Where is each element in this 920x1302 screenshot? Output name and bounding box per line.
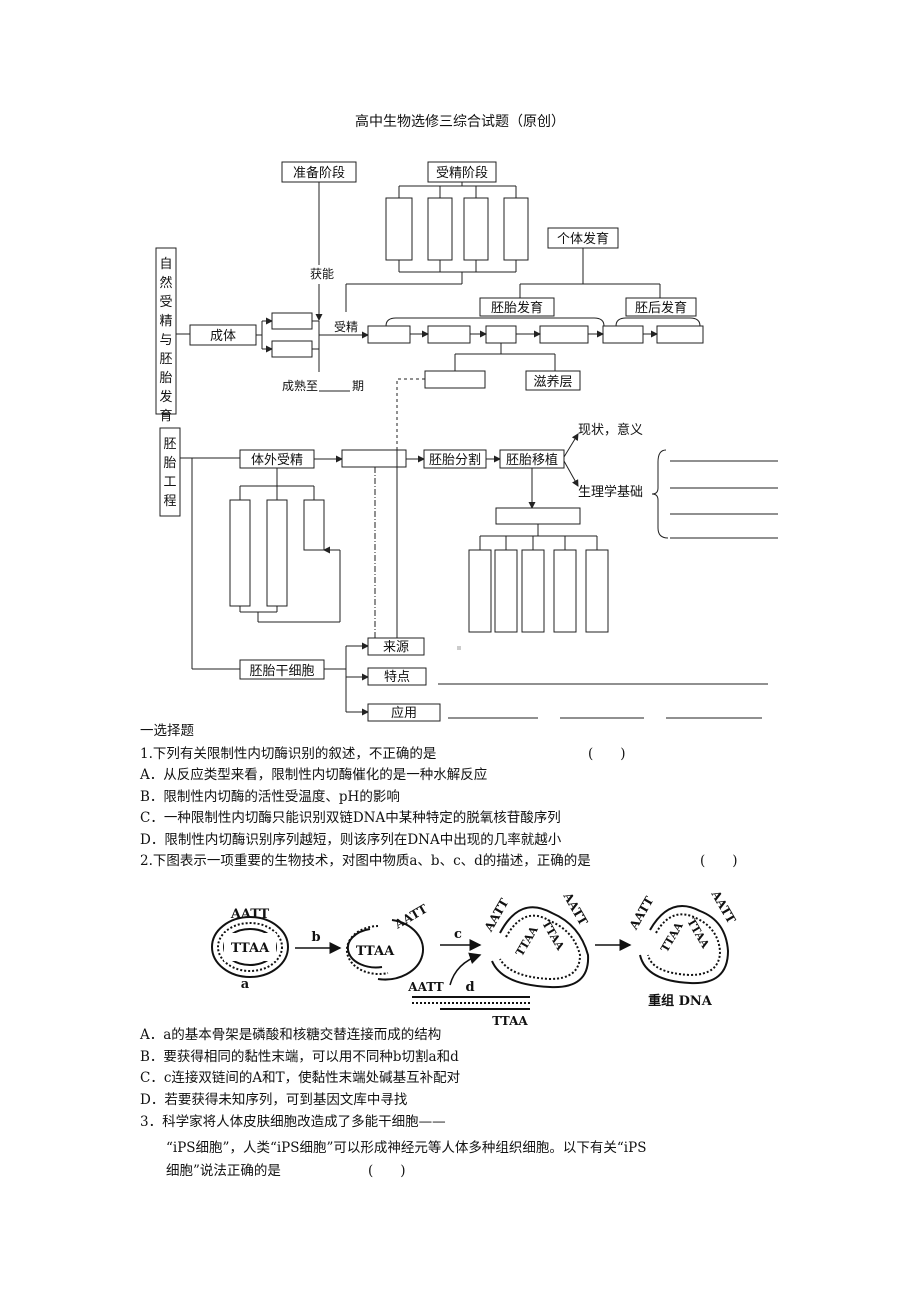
ivf-substep-3: [303, 499, 325, 551]
embryo-split-label: 胚胎分割: [429, 452, 481, 468]
dev-stage-box-6: [656, 325, 704, 344]
plasmid-a: AATT TTAA a: [211, 907, 289, 992]
q2-option-d: D．若要获得未知序列，可到基因文库中寻找: [140, 1092, 408, 1108]
status-label: 现状，意义: [578, 422, 643, 438]
c-aatt-2: AATT: [560, 889, 590, 928]
fragment-d: AATT d TTAA: [407, 980, 530, 1028]
capacitation-label: 获能: [310, 267, 334, 281]
trophoblast-box: [525, 370, 581, 391]
q3-line1: 3．科学家将人体皮肤细胞改造成了多能干细胞——: [140, 1114, 446, 1130]
dev-stage-box-3: [485, 325, 517, 344]
gamete-box-2: [271, 340, 313, 358]
embryo-dev-box: [479, 297, 555, 317]
q2-option-c: C．c连接双链间的A和T，使黏性末端处碱基互补配对: [140, 1070, 461, 1086]
ivf-label: 体外受精: [251, 453, 303, 468]
r-aatt-2: AATT: [708, 887, 738, 926]
early-embryo-box: [341, 449, 407, 468]
section-heading: 一选择题: [140, 723, 194, 739]
fert-step-box-1: [385, 197, 413, 261]
transfer-step-box: [495, 507, 581, 525]
concept-map: 准备阶段 获能 受精阶段 个体发育 自然受精与胚胎发育 成体 成熟至 期 受精: [155, 161, 778, 722]
q1-option-d: D．限制性内切酶识别序列越短，则该序列在DNA中出现的几率就越小: [140, 832, 562, 848]
label-c: c: [454, 927, 462, 942]
fert-stage-label: 受精阶段: [436, 166, 488, 181]
natural-section-box: [155, 247, 177, 415]
source-box: [367, 637, 425, 656]
fertilization-label: 受精: [334, 320, 358, 334]
trophoblast-label: 滋养层: [533, 374, 572, 390]
gamete-box-1: [271, 312, 313, 330]
adult-label: 成体: [210, 329, 236, 344]
dev-stage-box-5: [602, 325, 644, 344]
dev-stage-box-1: [367, 325, 411, 344]
label-d: d: [465, 980, 474, 995]
q2-stem: 2.下图表示一项重要的生物技术，对图中物质a、b、c、d的描述，正确的是( ): [140, 853, 738, 869]
embryo-dev-label: 胚胎发育: [491, 300, 543, 316]
transfer-substep-2: [494, 549, 518, 633]
transfer-substep-4: [553, 549, 577, 633]
q1-stem: 1.下列有关限制性内切酶识别的叙述，不正确的是( ): [140, 746, 626, 762]
transfer-substep-5: [585, 549, 609, 633]
transfer-substep-3: [521, 549, 545, 633]
r-ttaa-2: TTAA: [684, 916, 712, 951]
q1-option-b: B．限制性内切酶的活性受温度、pH的影响: [140, 789, 400, 805]
post-embryo-dev-box: [625, 297, 697, 317]
a-ttaa: TTAA: [231, 941, 270, 956]
label-a: a: [241, 977, 250, 992]
dev-stage-box-2: [427, 325, 471, 344]
q1-option-c: C．一种限制性内切酶只能识别双链DNA中某种特定的脱氧核苷酸序列: [140, 810, 561, 826]
fert-step-box-4: [503, 197, 529, 261]
application-box: [367, 703, 441, 722]
recombinant-label: 重组 DNA: [648, 993, 713, 1009]
mature-suffix: 期: [352, 379, 364, 393]
embryo-transfer-label: 胚胎移植: [506, 453, 558, 468]
q2-option-b: B．要获得相同的黏性末端，可以用不同种b切割a和d: [140, 1049, 459, 1065]
application-label: 应用: [391, 705, 417, 721]
label-b: b: [311, 930, 320, 945]
r-ttaa-1: TTAA: [658, 920, 686, 955]
q2-bracket: ( ): [700, 853, 738, 869]
ivf-substep-1: [229, 499, 251, 607]
stem-cell-label: 胚胎干细胞: [249, 664, 314, 679]
engineering-section-label: 胚胎工程: [163, 437, 176, 509]
mature-prefix: 成熟至: [282, 378, 318, 393]
q2-option-a: A．a的基本骨架是磷酸和核糖交替连接而成的结构: [140, 1027, 442, 1043]
q3-bracket: ( ): [368, 1163, 406, 1179]
ivf-substep-2: [266, 499, 288, 607]
cut-plasmid: TTAA AATT: [345, 902, 430, 981]
features-box: [367, 667, 427, 686]
transfer-substep-1: [468, 549, 492, 633]
q1-option-a: A．从反应类型来看，限制性内切酶催化的是一种水解反应: [140, 767, 488, 783]
physio-basis-label: 生理学基础: [578, 484, 643, 500]
plasmid-joining: AATT AATT TTAA TTAA: [481, 889, 590, 989]
fert-step-box-2: [427, 197, 453, 261]
c-ttaa-1: TTAA: [513, 924, 541, 959]
source-label: 来源: [383, 640, 409, 655]
dev-stage-box-4: [539, 325, 589, 344]
c-aatt-1: AATT: [481, 896, 511, 935]
post-embryo-dev-label: 胚后发育: [635, 300, 687, 316]
d-aatt: AATT: [407, 980, 443, 994]
features-label: 特点: [384, 670, 410, 685]
individual-dev-label: 个体发育: [557, 231, 609, 247]
natural-section-label: 自然受精与胚胎发育: [159, 257, 172, 424]
inner-mass-box: [424, 370, 486, 389]
fert-step-box-3: [463, 197, 489, 261]
q3-line2: “iPS细胞”，人类“iPS细胞”可以形成神经元等人体多种组织细胞。以下有关“i…: [166, 1140, 647, 1156]
a-aatt: AATT: [230, 907, 270, 922]
q3-line3: 细胞”说法正确的是( ): [166, 1163, 406, 1179]
dna-recombination-figure: AATT TTAA a b TTAA AATT c AATT d TTAA AA…: [211, 887, 738, 1028]
q1-bracket: ( ): [588, 746, 626, 762]
d-ttaa: TTAA: [492, 1014, 528, 1028]
c-ttaa-2: TTAA: [539, 918, 567, 953]
cut-ttaa: TTAA: [356, 944, 395, 959]
prep-stage-label: 准备阶段: [293, 165, 345, 181]
page-title: 高中生物选修三综合试题（原创）: [355, 114, 565, 130]
engineering-section-box: [159, 427, 181, 517]
recombinant-dna: AATT AATT TTAA TTAA 重组 DNA: [626, 887, 738, 1009]
